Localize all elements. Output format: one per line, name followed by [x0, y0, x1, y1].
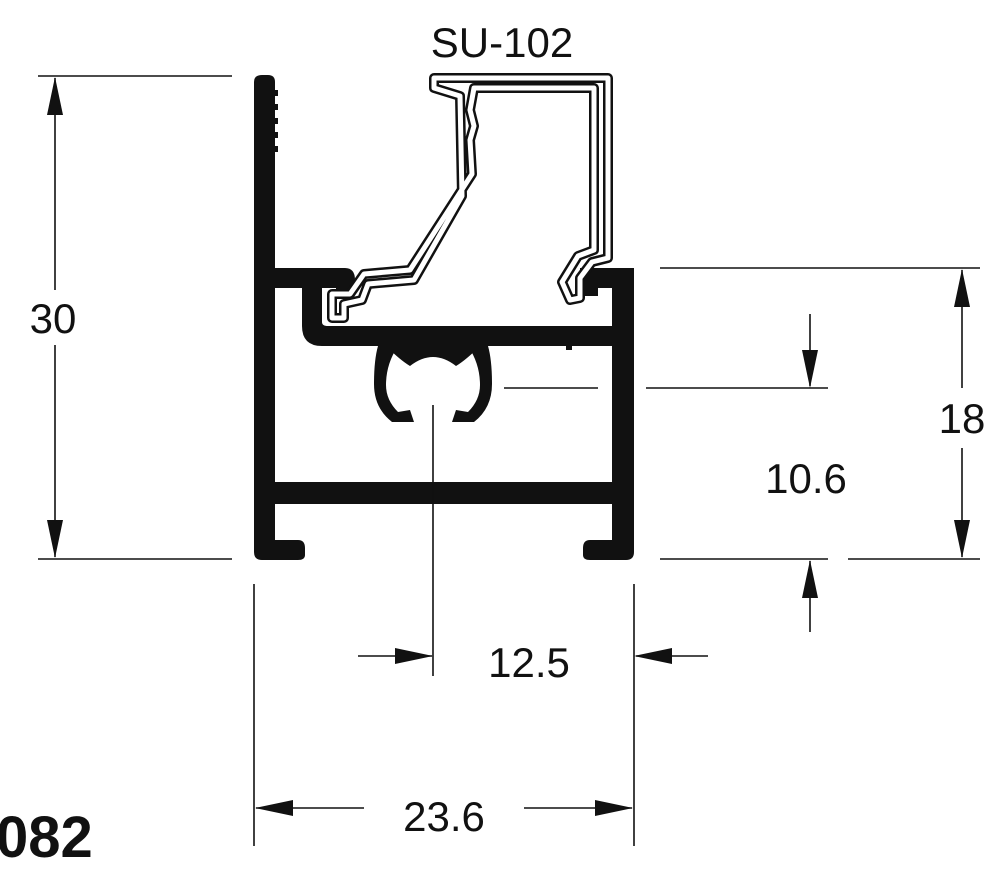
- frame-top-flange: [254, 268, 355, 292]
- right-top-hook: [580, 268, 634, 296]
- dimension-total-width: 23.6: [403, 793, 485, 840]
- dimension-frame-height: 18: [939, 395, 986, 442]
- inner-channel: [302, 288, 612, 346]
- arrow-10-6-top: [802, 350, 818, 388]
- arrow-18-bottom: [954, 520, 970, 558]
- dimension-screw-port-height: 10.6: [765, 455, 847, 502]
- su-102-insert: [327, 73, 613, 323]
- part-code: 082: [0, 805, 93, 870]
- lower-crossbar: [275, 482, 612, 504]
- arrow-23-6-right: [595, 800, 633, 816]
- dimension-screw-port-offset: 12.5: [488, 639, 570, 686]
- arrow-23-6-left: [255, 800, 293, 816]
- bottom-left-foot: [254, 504, 305, 560]
- arrow-12-5-left: [395, 648, 433, 664]
- arrow-30-top: [47, 77, 63, 115]
- arrow-30-bottom: [47, 520, 63, 558]
- right-wall: [612, 268, 634, 545]
- screw-port-right: [452, 346, 492, 422]
- dimension-lines: [38, 75, 980, 846]
- insert-label: SU-102: [431, 19, 573, 66]
- arrow-12-5-right: [634, 648, 672, 664]
- arrow-18-top: [954, 269, 970, 307]
- left-wall-serrations: [270, 90, 278, 152]
- main-profile: [254, 75, 634, 560]
- left-wall: [254, 75, 275, 545]
- screw-port: [374, 346, 414, 422]
- profile-tick: [566, 340, 572, 350]
- insert-inner-line: [329, 75, 611, 321]
- arrow-10-6-bottom: [802, 560, 818, 598]
- bottom-right-foot: [583, 504, 634, 560]
- dimension-total-height: 30: [30, 295, 77, 342]
- screw-port-top: [386, 346, 480, 366]
